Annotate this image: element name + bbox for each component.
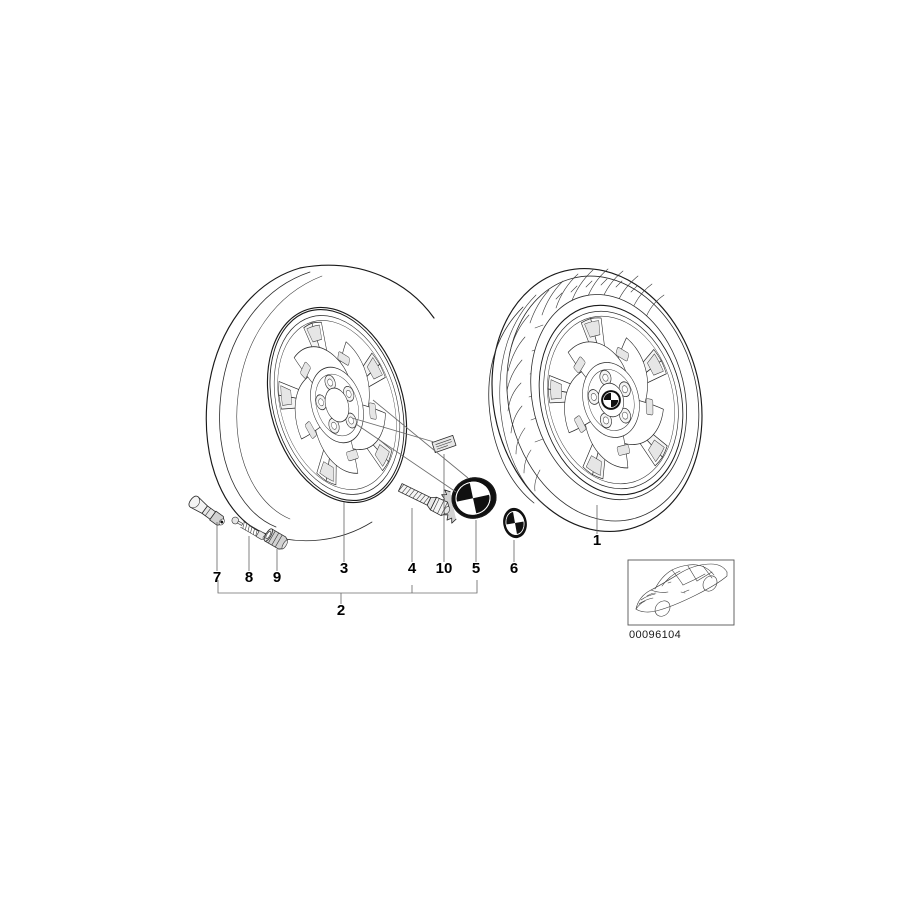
sedan-line-drawing — [635, 563, 728, 617]
callout-4[interactable]: 4 — [408, 560, 417, 577]
thumbnail-frame — [627, 559, 735, 626]
part-valve-cap[interactable] — [263, 528, 290, 552]
callout-9[interactable]: 9 — [273, 569, 281, 586]
callout-2[interactable]: 2 — [337, 602, 345, 619]
assembly-bracket-2 — [217, 580, 478, 604]
part-valve-stem[interactable] — [187, 494, 227, 528]
callout-1[interactable]: 1 — [593, 532, 601, 549]
callout-numbers: 1 2 3 4 5 6 7 8 9 10 — [213, 532, 601, 619]
callout-7[interactable]: 7 — [213, 569, 221, 586]
callout-6[interactable]: 6 — [510, 560, 518, 577]
leader-lines — [216, 399, 598, 571]
callout-8[interactable]: 8 — [245, 569, 253, 586]
callout-10[interactable]: 10 — [436, 560, 453, 577]
vehicle-thumbnail[interactable]: 00096104 — [627, 559, 735, 641]
installed-hub-cap — [600, 389, 622, 411]
rim-face — [247, 292, 427, 518]
part-wheel-with-tire[interactable] — [465, 246, 729, 554]
part-wheel-label-sticker[interactable] — [431, 434, 457, 454]
rim-barrel — [205, 264, 435, 542]
callout-5[interactable]: 5 — [472, 560, 480, 577]
thumbnail-caption: 00096104 — [629, 629, 681, 641]
part-bmw-roundel-emblem[interactable] — [500, 505, 530, 541]
part-alloy-rim[interactable] — [205, 264, 435, 542]
callout-3[interactable]: 3 — [340, 560, 348, 577]
